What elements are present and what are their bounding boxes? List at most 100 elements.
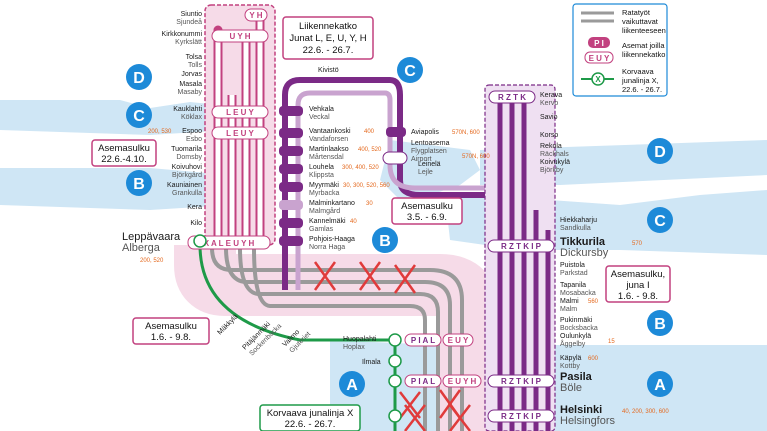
svg-text:R Z T K I P: R Z T K I P xyxy=(501,377,542,386)
svg-text:Böle: Böle xyxy=(560,382,582,394)
callout-korvaava-junalinja: Korvaava junalinja X 22.6. - 26.7. xyxy=(259,404,361,431)
svg-text:40: 40 xyxy=(350,219,357,225)
zone-a-center-label: A xyxy=(346,377,358,394)
svg-text:Dickursby: Dickursby xyxy=(560,247,609,259)
disruption-crosses xyxy=(313,261,471,431)
station-puistola: Puistola xyxy=(560,262,585,269)
svg-text:Veckal: Veckal xyxy=(309,114,330,121)
svg-text:Liikennekatko: Liikennekatko xyxy=(299,21,357,32)
svg-text:Mårtensdal: Mårtensdal xyxy=(309,153,344,161)
svg-text:Klippsta: Klippsta xyxy=(309,172,334,179)
zone-b-east xyxy=(647,310,673,336)
station-tikkurila: Tikkurila xyxy=(560,236,606,248)
svg-text:P I A L: P I A L xyxy=(411,336,435,345)
station-korso: Korso xyxy=(540,132,558,139)
svg-text:570N, 600: 570N, 600 xyxy=(452,130,480,136)
station-oulunkyla: Oulunkylä xyxy=(560,333,591,340)
svg-text:Mosabacka: Mosabacka xyxy=(560,290,596,297)
svg-text:Airport: Airport xyxy=(411,156,432,163)
svg-text:X A L E U Y H: X A L E U Y H xyxy=(204,239,255,248)
callout-asemasulku-pitajanmaki: Asemasulku 1.6. - 9.8. xyxy=(132,317,210,345)
station-kauniainen: Kauniainen xyxy=(167,182,202,189)
svg-text:22.6. - 26.7.: 22.6. - 26.7. xyxy=(303,45,354,56)
callout-liikennekatko: Liikennekatko Junat L, E, U, Y, H 22.6. … xyxy=(282,16,374,60)
legend-stations-label: Asemat joilla xyxy=(622,41,665,50)
svg-text:Köklax: Köklax xyxy=(181,114,203,121)
station-leinela: Leinelä xyxy=(418,161,441,168)
svg-text:Y H: Y H xyxy=(249,11,262,20)
station-tapanila: Tapanila xyxy=(560,282,586,289)
east-train-chips: R Z T K R Z T K I P R Z T K I P R Z T K … xyxy=(487,90,555,423)
zone-d-west-label: D xyxy=(133,70,145,87)
espoo-bus: 200, 530 xyxy=(148,129,172,135)
svg-text:P I A L: P I A L xyxy=(411,377,435,386)
svg-text:Vandaforsen: Vandaforsen xyxy=(309,136,348,143)
svg-text:Malmgård: Malmgård xyxy=(309,207,340,215)
station-kilo: Kilo xyxy=(190,220,202,227)
svg-text:Tolls: Tolls xyxy=(188,62,203,69)
svg-text:Lejle: Lejle xyxy=(418,169,433,176)
svg-text:3.5. - 6.9.: 3.5. - 6.9. xyxy=(407,212,447,223)
east-station-labels: Kerava Kervo Savio Korso Rekola Räckhals… xyxy=(540,92,643,370)
svg-text:Gamlas: Gamlas xyxy=(309,226,334,233)
zone-c-west xyxy=(126,102,152,128)
ring-station-chips xyxy=(279,106,408,246)
svg-text:R Z T K I P: R Z T K I P xyxy=(501,242,542,251)
station-tuomarila: Tuomarila xyxy=(171,146,202,153)
svg-text:Korvaava junalinja X: Korvaava junalinja X xyxy=(267,408,354,419)
svg-text:Asemasulku,: Asemasulku, xyxy=(611,269,665,280)
callout-asemasulku-malminkartano: Asemasulku 3.5. - 6.9. xyxy=(391,197,463,225)
zone-d-east xyxy=(647,138,673,164)
svg-text:P I: P I xyxy=(594,39,604,48)
svg-text:1.6. - 9.8.: 1.6. - 9.8. xyxy=(151,332,191,343)
zone-c-north xyxy=(397,57,423,83)
station-rekola: Rekola xyxy=(540,143,562,150)
legend: Ratatyöt vaikuttavat liikenteeseen P I E… xyxy=(572,3,668,97)
svg-text:junalinja X,: junalinja X, xyxy=(621,76,659,85)
svg-text:Malm: Malm xyxy=(560,306,577,313)
station-kerava: Kerava xyxy=(540,92,562,99)
svg-text:400: 400 xyxy=(364,129,375,135)
legend-x-label: Korvaava xyxy=(622,67,655,76)
station-myyrmaki: Myyrmäki xyxy=(309,182,339,189)
station-kirkkonummi: Kirkkonummi xyxy=(162,31,203,38)
zone-b-west xyxy=(126,170,152,196)
svg-text:Myrbacka: Myrbacka xyxy=(309,190,339,197)
svg-text:Junat L, E, U, Y, H: Junat L, E, U, Y, H xyxy=(289,33,366,44)
svg-text:E U Y: E U Y xyxy=(589,54,610,63)
svg-text:15: 15 xyxy=(608,339,615,345)
svg-text:Asemasulku: Asemasulku xyxy=(98,143,150,154)
svg-text:Domsby: Domsby xyxy=(176,154,202,161)
svg-text:juna I: juna I xyxy=(625,280,649,291)
svg-text:L E U Y: L E U Y xyxy=(226,129,254,138)
svg-text:Sandkulla: Sandkulla xyxy=(560,225,591,232)
svg-text:Alberga: Alberga xyxy=(122,242,161,254)
zone-c-east xyxy=(647,207,673,233)
zone-badges: D C B C B D C B A A xyxy=(126,57,673,397)
svg-text:1.6. - 9.8.: 1.6. - 9.8. xyxy=(618,291,658,302)
svg-text:Björkby: Björkby xyxy=(540,167,564,174)
station-kivisto: Kivistö xyxy=(318,67,339,74)
station-savio: Savio xyxy=(540,114,558,121)
station-jorvas: Jorvas xyxy=(181,71,202,78)
zone-c-east-label: C xyxy=(654,213,666,230)
station-helsinki: Helsinki xyxy=(560,404,602,416)
svg-text:Masaby: Masaby xyxy=(177,89,202,96)
svg-text:Helsingfors: Helsingfors xyxy=(560,415,616,427)
svg-text:30, 300, 520, 560: 30, 300, 520, 560 xyxy=(343,183,390,189)
svg-text:Hoplax: Hoplax xyxy=(343,344,365,351)
ring-station-labels: Kivistö Vehkala Veckal Vantaankoski Vand… xyxy=(309,67,490,251)
station-louhela: Louhela xyxy=(309,164,334,171)
svg-text:Parkstad: Parkstad xyxy=(560,270,588,277)
svg-text:E U Y: E U Y xyxy=(448,336,469,345)
svg-text:30: 30 xyxy=(366,201,373,207)
svg-text:Räckhals: Räckhals xyxy=(540,151,569,158)
svg-text:X: X xyxy=(595,75,601,84)
legend-pi-swatch xyxy=(588,37,610,48)
station-lentoasema: Lentoasema xyxy=(411,140,450,147)
west-station-labels: Siuntio Sjundeå Kirkkonummi Kyrkslätt To… xyxy=(122,11,202,264)
zone-b-west-label: B xyxy=(133,176,145,193)
station-kera: Kera xyxy=(187,204,202,211)
svg-text:Kyrkslätt: Kyrkslätt xyxy=(175,39,202,46)
